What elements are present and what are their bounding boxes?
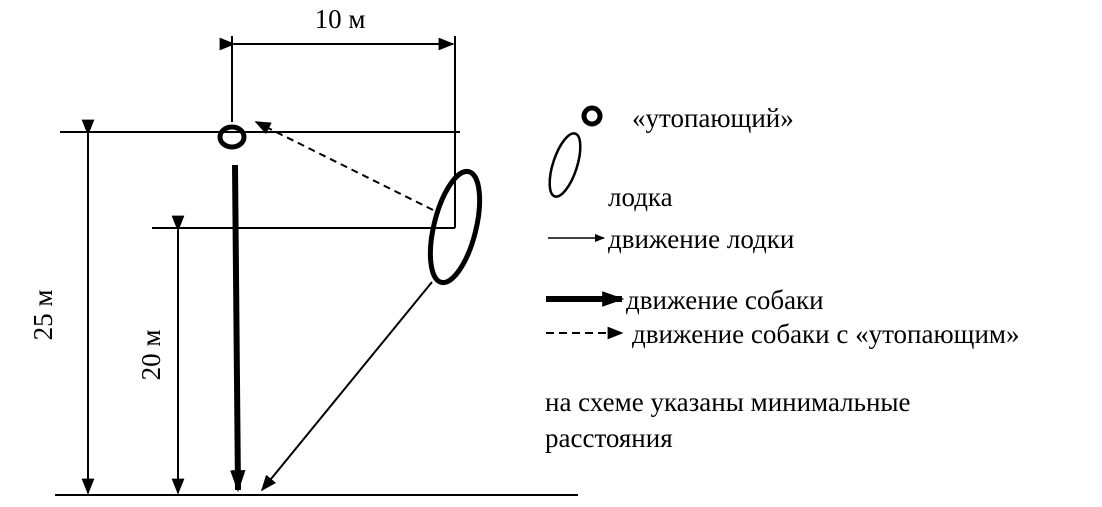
- legend-boat-movement-label: движение лодки: [608, 224, 794, 254]
- dog-path-thick: [230, 164, 246, 493]
- dog-with-drowning-path: [254, 121, 434, 211]
- legend-dog-movement-label: движение собаки: [626, 285, 824, 315]
- width-dimension-label: 10 м: [315, 4, 366, 34]
- legend-drowning-icon: [581, 105, 603, 127]
- legend-boat-label: лодка: [608, 182, 673, 212]
- drowning-person-icon: [217, 124, 247, 150]
- legend-dog-with-drowning-label: движение собаки с «утопающим»: [632, 319, 1019, 349]
- height-total-label: 25 м: [28, 290, 58, 341]
- legend-drowning-label: «утопающий»: [632, 103, 794, 133]
- note-line-2: расстояния: [545, 423, 673, 453]
- legend-boat-icon: [548, 132, 582, 198]
- note-line-1: на схеме указаны минимальные: [545, 387, 911, 417]
- boat-icon: [427, 168, 483, 286]
- height-inner-label: 20 м: [136, 330, 166, 381]
- dog-path-diagonal: [260, 281, 433, 492]
